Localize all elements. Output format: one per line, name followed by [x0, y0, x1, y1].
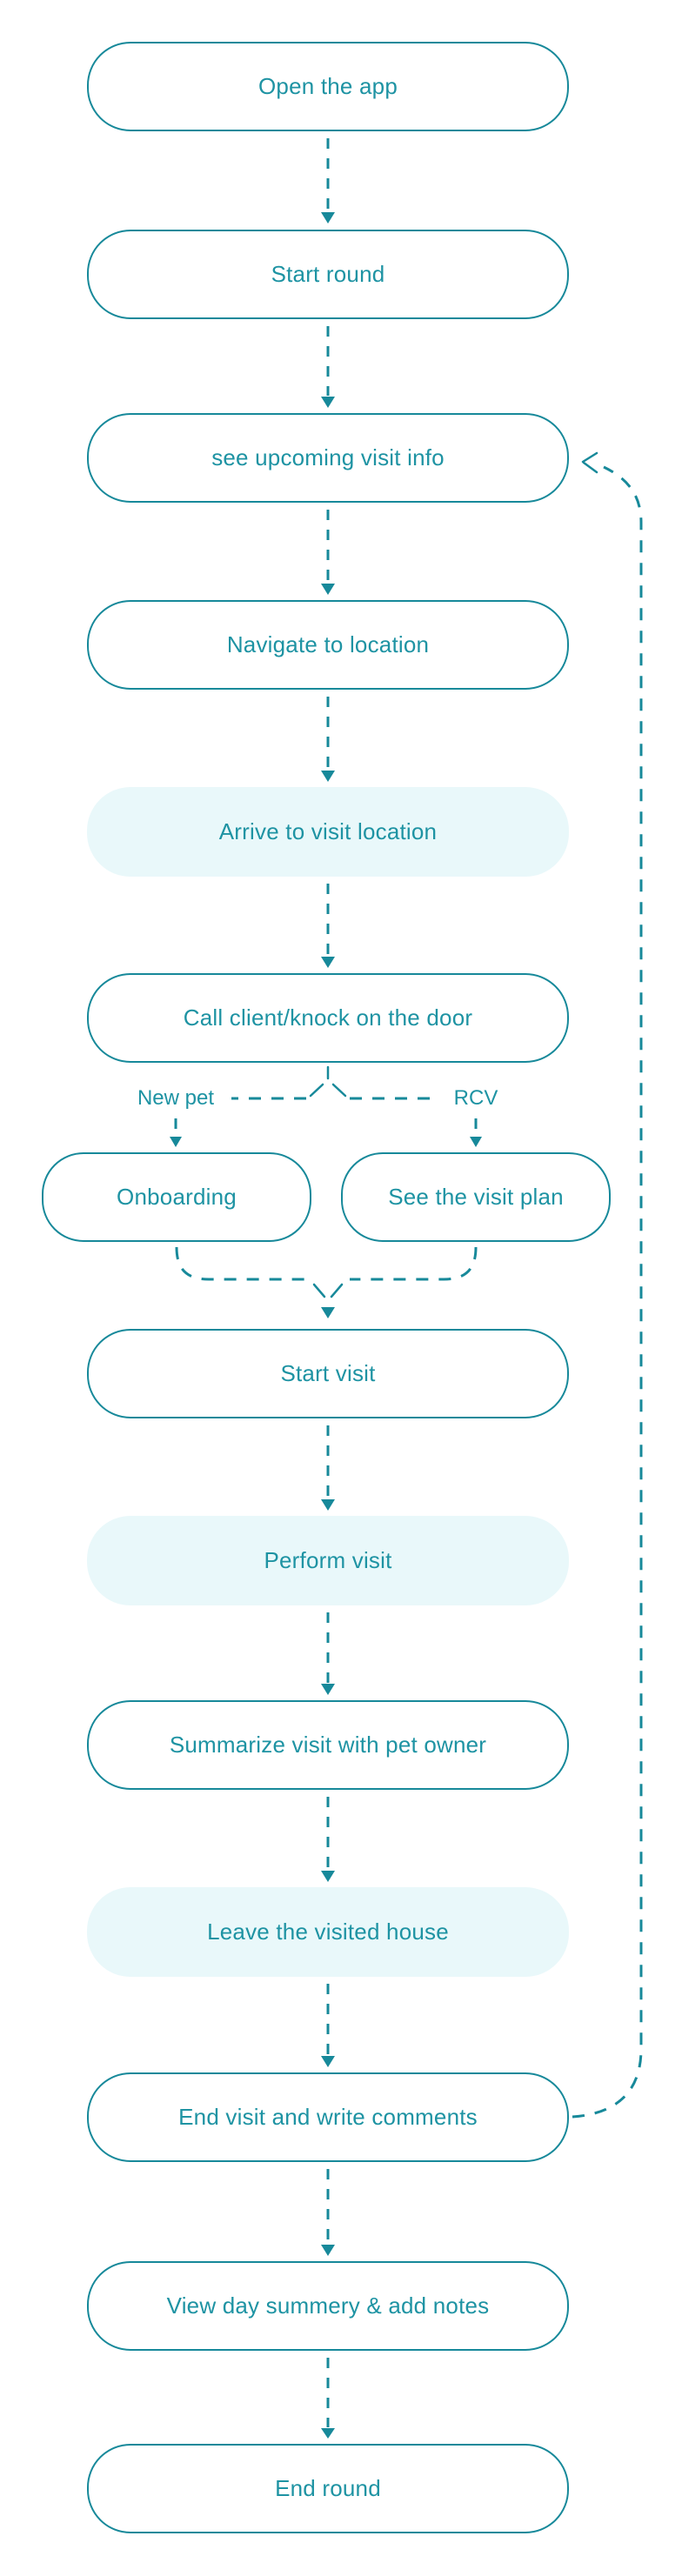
node-summarize-visit-with-pet-owner[interactable]: Summarize visit with pet owner	[87, 1700, 569, 1790]
arrowhead-down-icon	[321, 2428, 335, 2439]
node-label: End round	[275, 2475, 381, 2501]
node-label: View day summery & add notes	[166, 2292, 490, 2319]
connector-newpet-to-onboarding	[170, 1118, 182, 1147]
connector-day-summary-to-end-round	[321, 2358, 335, 2439]
arrowhead-down-icon	[321, 212, 335, 224]
connector-leave-house-to-end-visit	[321, 1984, 335, 2067]
node-label: Call client/knock on the door	[183, 1004, 473, 1031]
arrowhead-left-icon	[581, 451, 598, 464]
connector-arrive-to-call-client	[321, 884, 335, 968]
arrowhead-down-icon	[321, 2056, 335, 2067]
node-perform-visit[interactable]: Perform visit	[87, 1516, 569, 1605]
arrowhead-down-icon	[321, 1684, 335, 1695]
node-label: Leave the visited house	[207, 1919, 449, 1945]
node-label: Start round	[271, 261, 385, 287]
arrowhead-down-icon	[321, 397, 335, 408]
merge-connector	[175, 1246, 478, 1318]
arrowhead-down-icon	[321, 957, 335, 968]
connector-open-app-to-start-round	[321, 138, 335, 224]
node-label: Perform visit	[264, 1547, 392, 1573]
node-end-round[interactable]: End round	[87, 2444, 569, 2533]
branch-fork	[231, 1065, 440, 1100]
connector-perform-visit-to-summarize	[321, 1612, 335, 1695]
branch-label-rcv: RCV	[453, 1086, 498, 1110]
node-start-round[interactable]: Start round	[87, 230, 569, 319]
node-call-client-knock-on-the-door[interactable]: Call client/knock on the door	[87, 973, 569, 1063]
node-label: Arrive to visit location	[218, 818, 438, 844]
node-label: Summarize visit with pet owner	[169, 1732, 487, 1758]
connector-end-visit-to-day-summary	[321, 2169, 335, 2256]
node-start-visit[interactable]: Start visit	[87, 1329, 569, 1418]
node-leave-the-visited-house[interactable]: Leave the visited house	[87, 1887, 569, 1977]
node-label: Start visit	[280, 1360, 376, 1386]
arrowhead-left-icon	[582, 461, 598, 474]
arrowhead-down-icon	[321, 771, 335, 782]
branch-label-new-pet: New pet	[137, 1086, 215, 1110]
connector-upcoming-visit-to-navigate	[321, 510, 335, 595]
arrowhead-down-icon	[321, 584, 335, 595]
node-end-visit-and-write-comments[interactable]: End visit and write comments	[87, 2072, 569, 2162]
arrowhead-down-icon	[321, 1307, 335, 1318]
node-onboarding[interactable]: Onboarding	[42, 1152, 311, 1242]
connector-start-visit-to-perform-visit	[321, 1425, 335, 1511]
node-see-upcoming-visit-info[interactable]: see upcoming visit info	[87, 413, 569, 503]
arrowhead-down-icon	[321, 1871, 335, 1882]
node-label: See the visit plan	[388, 1184, 564, 1210]
node-label: Onboarding	[117, 1184, 237, 1210]
connector-navigate-to-arrive	[321, 697, 335, 782]
arrowhead-down-icon	[321, 2245, 335, 2256]
node-see-the-visit-plan[interactable]: See the visit plan	[341, 1152, 611, 1242]
node-open-the-app[interactable]: Open the app	[87, 42, 569, 131]
connector-start-round-to-upcoming-visit	[321, 326, 335, 408]
node-label: Open the app	[258, 73, 398, 99]
arrowhead-down-icon	[470, 1137, 482, 1147]
arrowhead-down-icon	[170, 1137, 182, 1147]
node-view-day-summery-add-notes[interactable]: View day summery & add notes	[87, 2261, 569, 2351]
connector-rcv-to-visit-plan	[470, 1118, 482, 1147]
node-label: see upcoming visit info	[211, 444, 445, 470]
node-label: End visit and write comments	[178, 2104, 478, 2130]
node-label: Navigate to location	[226, 631, 430, 657]
connector-summarize-to-leave-house	[321, 1797, 335, 1882]
arrowhead-down-icon	[321, 1499, 335, 1511]
node-navigate-to-location[interactable]: Navigate to location	[87, 600, 569, 690]
node-arrive-to-visit-location[interactable]: Arrive to visit location	[87, 787, 569, 877]
loopback-connector	[572, 451, 643, 2119]
